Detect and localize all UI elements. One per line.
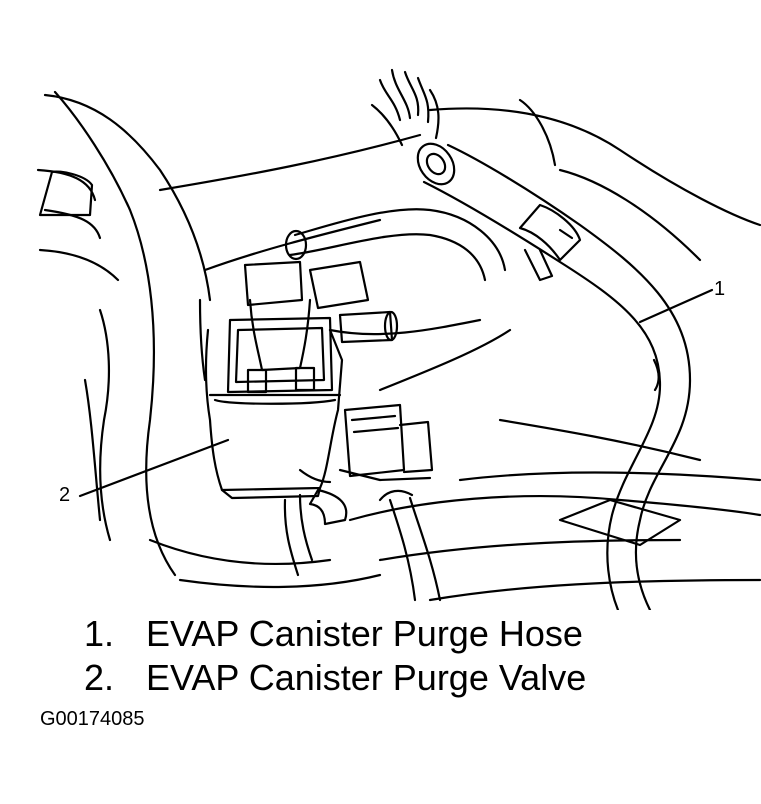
callout-2-label: 2 <box>59 484 71 506</box>
hose-frayed-end <box>370 68 440 147</box>
callout-2-leader <box>78 438 230 498</box>
evap-canister-purge-valve <box>204 260 344 500</box>
legend: 1. EVAP Canister Purge Hose 2. EVAP Canist… <box>84 612 586 700</box>
engine-background-lines <box>36 90 761 602</box>
valve-electrical-connector <box>338 403 434 482</box>
legend-label: EVAP Canister Purge Hose <box>146 613 583 654</box>
legend-label: EVAP Canister Purge Valve <box>146 657 587 698</box>
evap-canister-purge-hose <box>416 142 692 610</box>
lower-hoses <box>283 488 442 602</box>
hose-clamp <box>518 203 582 282</box>
engine-bay-illustration <box>36 68 761 610</box>
figure-code: G00174085 <box>40 708 145 730</box>
callout-1-label: 1 <box>714 278 726 300</box>
legend-number: 1. <box>84 613 115 654</box>
callout-1-leader <box>638 288 714 324</box>
legend-item-hose: 1. EVAP Canister Purge Hose <box>84 612 586 656</box>
valve-inlet-hoses <box>284 208 507 344</box>
legend-item-valve: 2. EVAP Canister Purge Valve <box>84 656 586 700</box>
legend-number: 2. <box>84 657 115 698</box>
